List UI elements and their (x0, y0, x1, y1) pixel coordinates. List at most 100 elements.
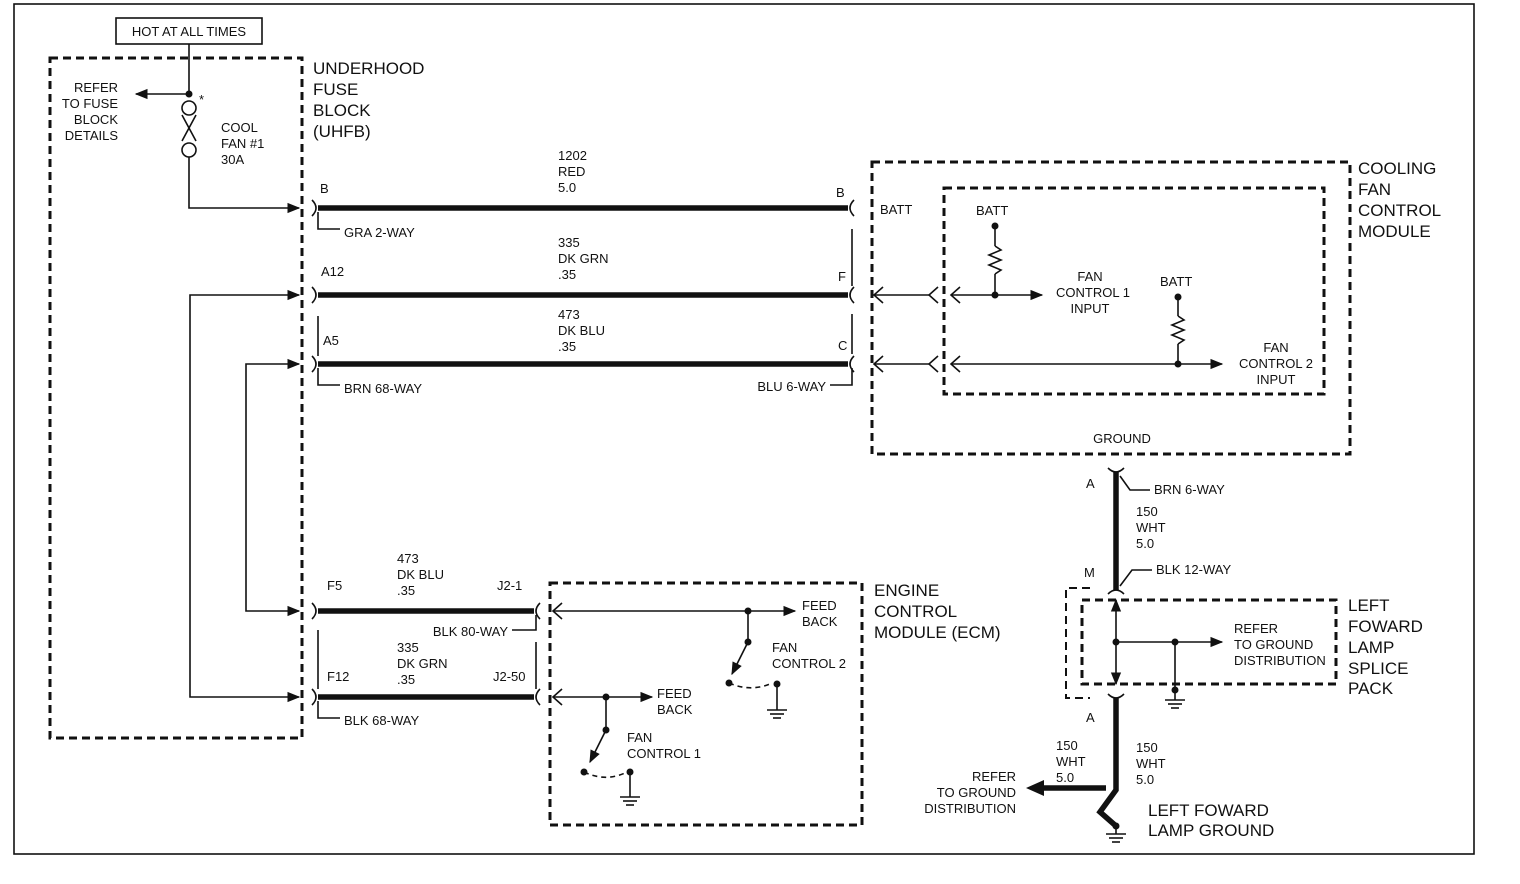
w335b-2: DK GRN (397, 656, 448, 671)
uhfb-refer-4: DETAILS (65, 128, 119, 143)
cfcm-batt-1: BATT (976, 203, 1008, 218)
pin-f5: F5 (327, 578, 342, 593)
fuse-label-1: COOL (221, 120, 258, 135)
lamp-ground-title-1: LEFT FOWARD (1148, 801, 1269, 820)
feedback-1-1: FEED (657, 686, 692, 701)
lamp-refer-3: DISTRIBUTION (924, 801, 1016, 816)
w473-1: 473 (558, 307, 580, 322)
lamp-refer-1: REFER (972, 769, 1016, 784)
control1-2: CONTROL 1 (627, 746, 701, 761)
input2-3: INPUT (1257, 372, 1296, 387)
splice-refer-1: REFER (1234, 621, 1278, 636)
w150a-3: 5.0 (1136, 536, 1154, 551)
splice-title-2: FOWARD (1348, 617, 1423, 636)
hot-at-all-times-box: HOT AT ALL TIMES (115, 17, 263, 45)
pin-j2-50: J2-50 (493, 669, 526, 684)
connector-brn68: BRN 68-WAY (344, 381, 422, 396)
w335b-1: 335 (397, 640, 419, 655)
fuse-icon (181, 100, 197, 158)
cooling-fan-control-module: COOLING FAN CONTROL MODULE BATT BATT BAT… (870, 159, 1441, 456)
control1-1: FAN (627, 730, 652, 745)
w150b-3: 5.0 (1056, 770, 1074, 785)
w1202-3: 5.0 (558, 180, 576, 195)
cfcm-batt-pin: BATT (880, 202, 912, 217)
feedback-1-2: BACK (657, 702, 693, 717)
fuse-label-2: FAN #1 (221, 136, 264, 151)
splice-refer-2: TO GROUND (1234, 637, 1313, 652)
left-foward-lamp-splice-pack: LEFT FOWARD LAMP SPLICE PACK REFER TO GR… (1065, 587, 1423, 709)
switch-1-icon (589, 729, 607, 764)
connector-blu6: BLU 6-WAY (757, 379, 826, 394)
left-foward-lamp-ground: A 150 WHT 5.0 150 WHT 5.0 REFER TO GROUN… (924, 693, 1274, 843)
wire-335-ecm: 335 DK GRN .35 F12 J2-50 BLK 68-WAY (311, 630, 541, 728)
cfcm-title-2: FAN (1358, 180, 1391, 199)
uhfb-title-3: BLOCK (313, 101, 371, 120)
pin-c: C (838, 338, 847, 353)
splice-title-5: PACK (1348, 679, 1394, 698)
splice-title-4: SPLICE (1348, 659, 1408, 678)
w1202-1: 1202 (558, 148, 587, 163)
w150c-3: 5.0 (1136, 772, 1154, 787)
w150a-2: WHT (1136, 520, 1166, 535)
w150c-2: WHT (1136, 756, 1166, 771)
pin-b-left: B (320, 181, 329, 196)
control2-1: FAN (772, 640, 797, 655)
diagram-frame (13, 3, 1475, 855)
input1-3: INPUT (1071, 301, 1110, 316)
w150a-1: 150 (1136, 504, 1158, 519)
uhfb-title-1: UNDERHOOD (313, 59, 424, 78)
splice-title-3: LAMP (1348, 638, 1394, 657)
lamp-refer-2: TO GROUND (937, 785, 1016, 800)
connector-blk80: BLK 80-WAY (433, 624, 508, 639)
fuse-label-3: 30A (221, 152, 244, 167)
cfcm-connector-arrows (872, 286, 939, 373)
connector-brn6: BRN 6-WAY (1154, 482, 1225, 497)
wire-473: 473 DK BLU .35 A5 C BRN 68-WAY BLU 6-WAY (311, 307, 855, 396)
pin-j2-1: J2-1 (497, 578, 522, 593)
connector-gra2: GRA 2-WAY (344, 225, 415, 240)
pin-a5: A5 (323, 333, 339, 348)
uhfb-title-4: (UHFB) (313, 122, 371, 141)
w150b-2: WHT (1056, 754, 1086, 769)
fuse-asterisk: * (199, 92, 204, 107)
w1202-2: RED (558, 164, 585, 179)
connector-blk12: BLK 12-WAY (1156, 562, 1231, 577)
w335-2: DK GRN (558, 251, 609, 266)
w150c-1: 150 (1136, 740, 1158, 755)
connector-blk68: BLK 68-WAY (344, 713, 419, 728)
w473b-3: .35 (397, 583, 415, 598)
w335b-3: .35 (397, 672, 415, 687)
feedback-2-1: FEED (802, 598, 837, 613)
splice-refer-3: DISTRIBUTION (1234, 653, 1326, 668)
pin-a12: A12 (321, 264, 344, 279)
ecm-title-1: ENGINE (874, 581, 939, 600)
w473b-1: 473 (397, 551, 419, 566)
cfcm-batt-2: BATT (1160, 274, 1192, 289)
uhfb-refer-2: TO FUSE (62, 96, 118, 111)
input2-1: FAN (1263, 340, 1288, 355)
w150b-1: 150 (1056, 738, 1078, 753)
w335-3: .35 (558, 267, 576, 282)
w473-2: DK BLU (558, 323, 605, 338)
lamp-ground-title-2: LAMP GROUND (1148, 821, 1274, 840)
resistor-1-icon (986, 245, 1004, 275)
splice-title-1: LEFT (1348, 596, 1390, 615)
wire-1202: 1202 RED 5.0 B B GRA 2-WAY (311, 148, 855, 240)
wire-150-ground: A BRN 6-WAY 150 WHT 5.0 M BLK 12-WAY (1084, 467, 1231, 595)
engine-control-module: ENGINE CONTROL MODULE (ECM) FEED BACK FA… (548, 581, 1001, 827)
cfcm-title-4: MODULE (1358, 222, 1431, 241)
ecm-title-3: MODULE (ECM) (874, 623, 1001, 642)
underhood-fuse-block: UNDERHOOD FUSE BLOCK (UHFB) REFER TO FUS… (48, 44, 424, 740)
wire-335: 335 DK GRN .35 A12 F (311, 229, 855, 304)
switch-2-icon (731, 641, 749, 676)
cfcm-title-1: COOLING (1358, 159, 1436, 178)
pin-f: F (838, 269, 846, 284)
uhfb-title-2: FUSE (313, 80, 358, 99)
wire-473-ecm: 473 DK BLU .35 F5 J2-1 BLK 80-WAY (311, 551, 541, 639)
input2-2: CONTROL 2 (1239, 356, 1313, 371)
ecm-title-2: CONTROL (874, 602, 957, 621)
cfcm-ground: GROUND (1093, 431, 1151, 446)
uhfb-refer-1: REFER (74, 80, 118, 95)
pin-b-right: B (836, 185, 845, 200)
